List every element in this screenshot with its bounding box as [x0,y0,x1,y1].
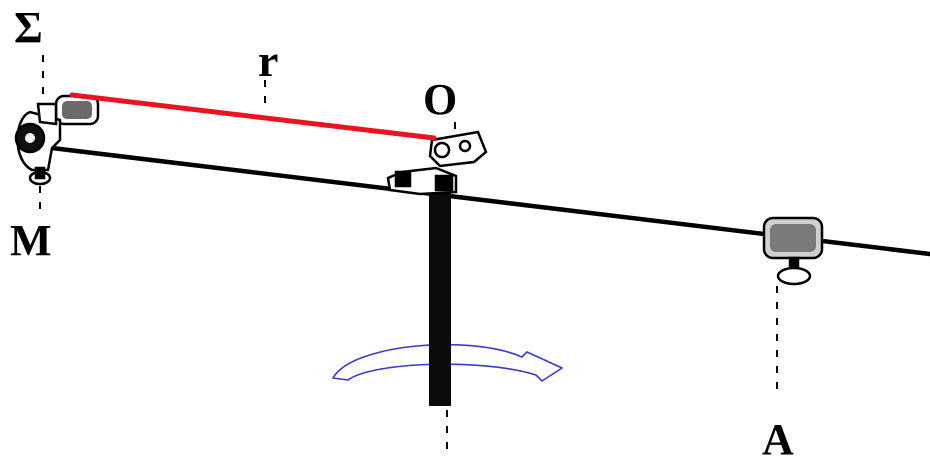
label-m: M [10,216,52,265]
label-a: A [762,415,794,464]
label-o: O [423,75,458,124]
label-sigma: Σ [14,3,43,52]
pivot-clamp [386,130,488,196]
guide-lines [39,55,778,456]
mass-m-clamp [14,94,100,186]
mass-a-clamp [762,216,824,286]
label-r: r [258,35,279,86]
support-post-front [429,340,451,406]
radius-r-line [69,92,437,141]
